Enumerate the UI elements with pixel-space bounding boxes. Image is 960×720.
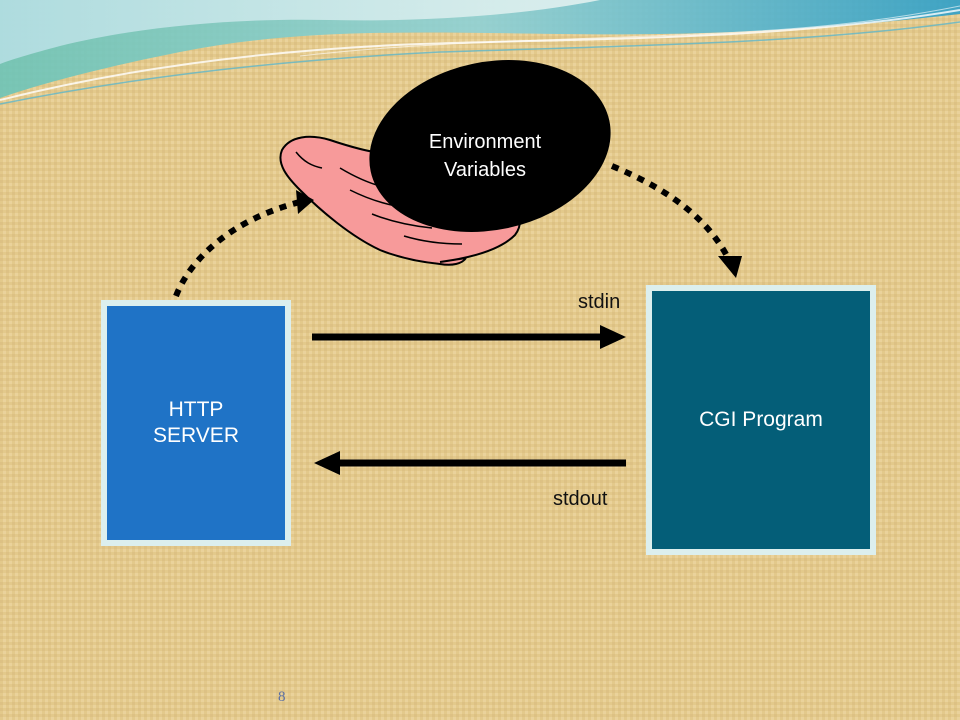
environment-variables-blob: [369, 60, 611, 232]
http-server-label: HTTP SERVER: [153, 398, 239, 447]
dotted-arrow-env-to-cgi: [610, 163, 733, 264]
stdout-arrow-head: [314, 451, 340, 475]
dotted-arrow-head-right: [718, 256, 742, 278]
stdin-arrow-head: [600, 325, 626, 349]
environment-variables-label: Environment Variables: [428, 131, 542, 181]
dotted-arrow-server-to-hand: [173, 199, 301, 298]
stdout-label: stdout: [553, 488, 608, 510]
http-server-box: HTTP SERVER: [101, 300, 291, 546]
slide-number: 8: [278, 689, 286, 705]
dotted-arrow-head-left: [296, 190, 314, 214]
cgi-program-label: CGI Program: [699, 408, 823, 431]
cgi-program-box: CGI Program: [646, 285, 876, 555]
stdin-label: stdin: [578, 291, 621, 313]
